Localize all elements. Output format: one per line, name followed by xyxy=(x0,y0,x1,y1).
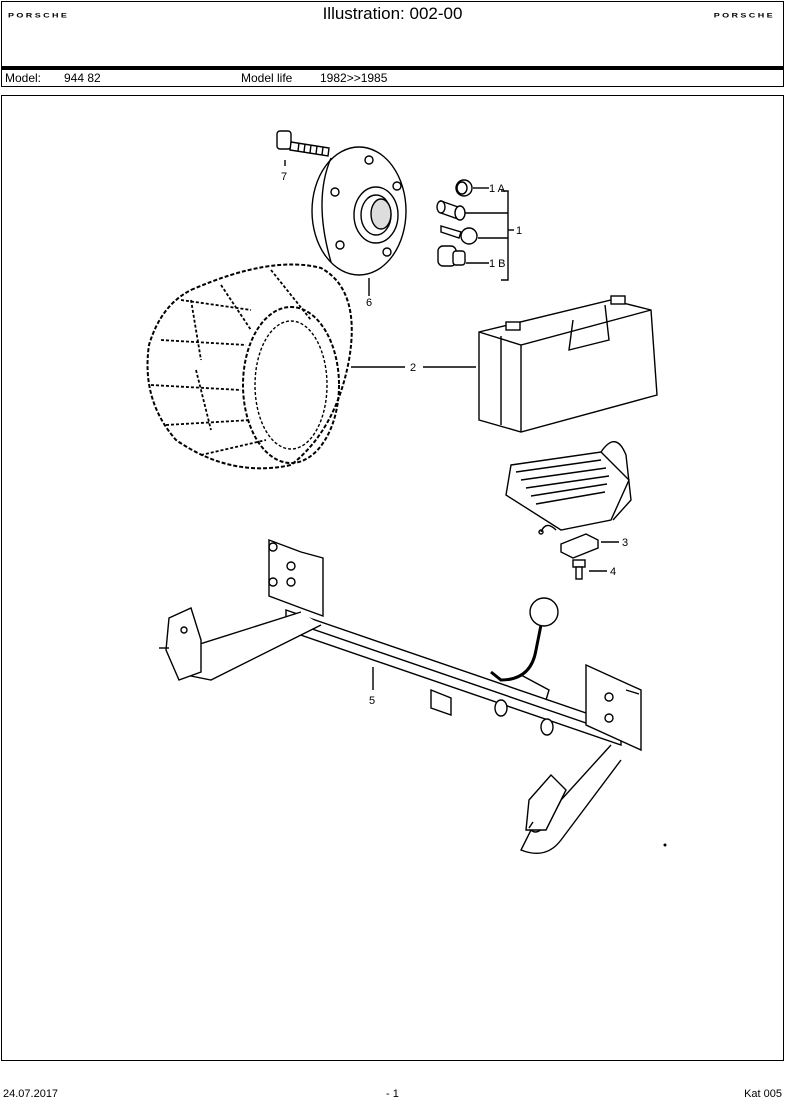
model-info-row: Model: 944 82 Model life 1982>>1985 xyxy=(1,67,784,87)
callout-4: 4 xyxy=(610,566,616,578)
model-value: 944 82 xyxy=(64,71,101,85)
wheel-spacer-part-6 xyxy=(311,146,407,296)
bracket-part-3 xyxy=(560,533,619,559)
seat-sketch xyxy=(505,441,632,535)
bolt-part-7 xyxy=(276,130,330,166)
footer-date: 24.07.2017 xyxy=(3,1088,59,1100)
callout-1: 1 xyxy=(516,225,522,237)
footer-page: - 1 xyxy=(386,1088,399,1100)
brand-logo-right: PORSCHE xyxy=(713,11,775,19)
exploded-diagram: 1 A 1 1 B 2 3 4 5 6 7 xyxy=(146,130,667,854)
callout-3: 3 xyxy=(622,537,628,549)
callout-1a: 1 A xyxy=(489,183,506,195)
footer-catalog: Kat 005 xyxy=(744,1088,782,1100)
callout-6: 6 xyxy=(366,297,372,309)
model-life-label: Model life xyxy=(241,71,293,85)
model-label: Model: xyxy=(5,71,42,85)
carry-case-part-2 xyxy=(478,295,658,433)
page-header: PORSCHE Illustration: 002-00 PORSCHE xyxy=(1,1,784,67)
parts-illustration: 1 A 1 1 B 2 3 4 5 6 7 xyxy=(1,95,784,1061)
screw-part-4 xyxy=(572,559,607,580)
callout-7: 7 xyxy=(281,171,287,183)
model-life-value: 1982>>1985 xyxy=(320,71,388,85)
lock-set-part-1 xyxy=(436,179,514,281)
illustration-title: Illustration: 002-00 xyxy=(322,4,463,23)
tow-bar-part-5 xyxy=(159,538,667,854)
snow-chain-part-2 xyxy=(146,263,476,470)
callout-1b: 1 B xyxy=(489,258,506,270)
callout-2: 2 xyxy=(410,362,416,374)
callout-5: 5 xyxy=(369,695,375,707)
brand-logo-left: PORSCHE xyxy=(8,11,70,19)
